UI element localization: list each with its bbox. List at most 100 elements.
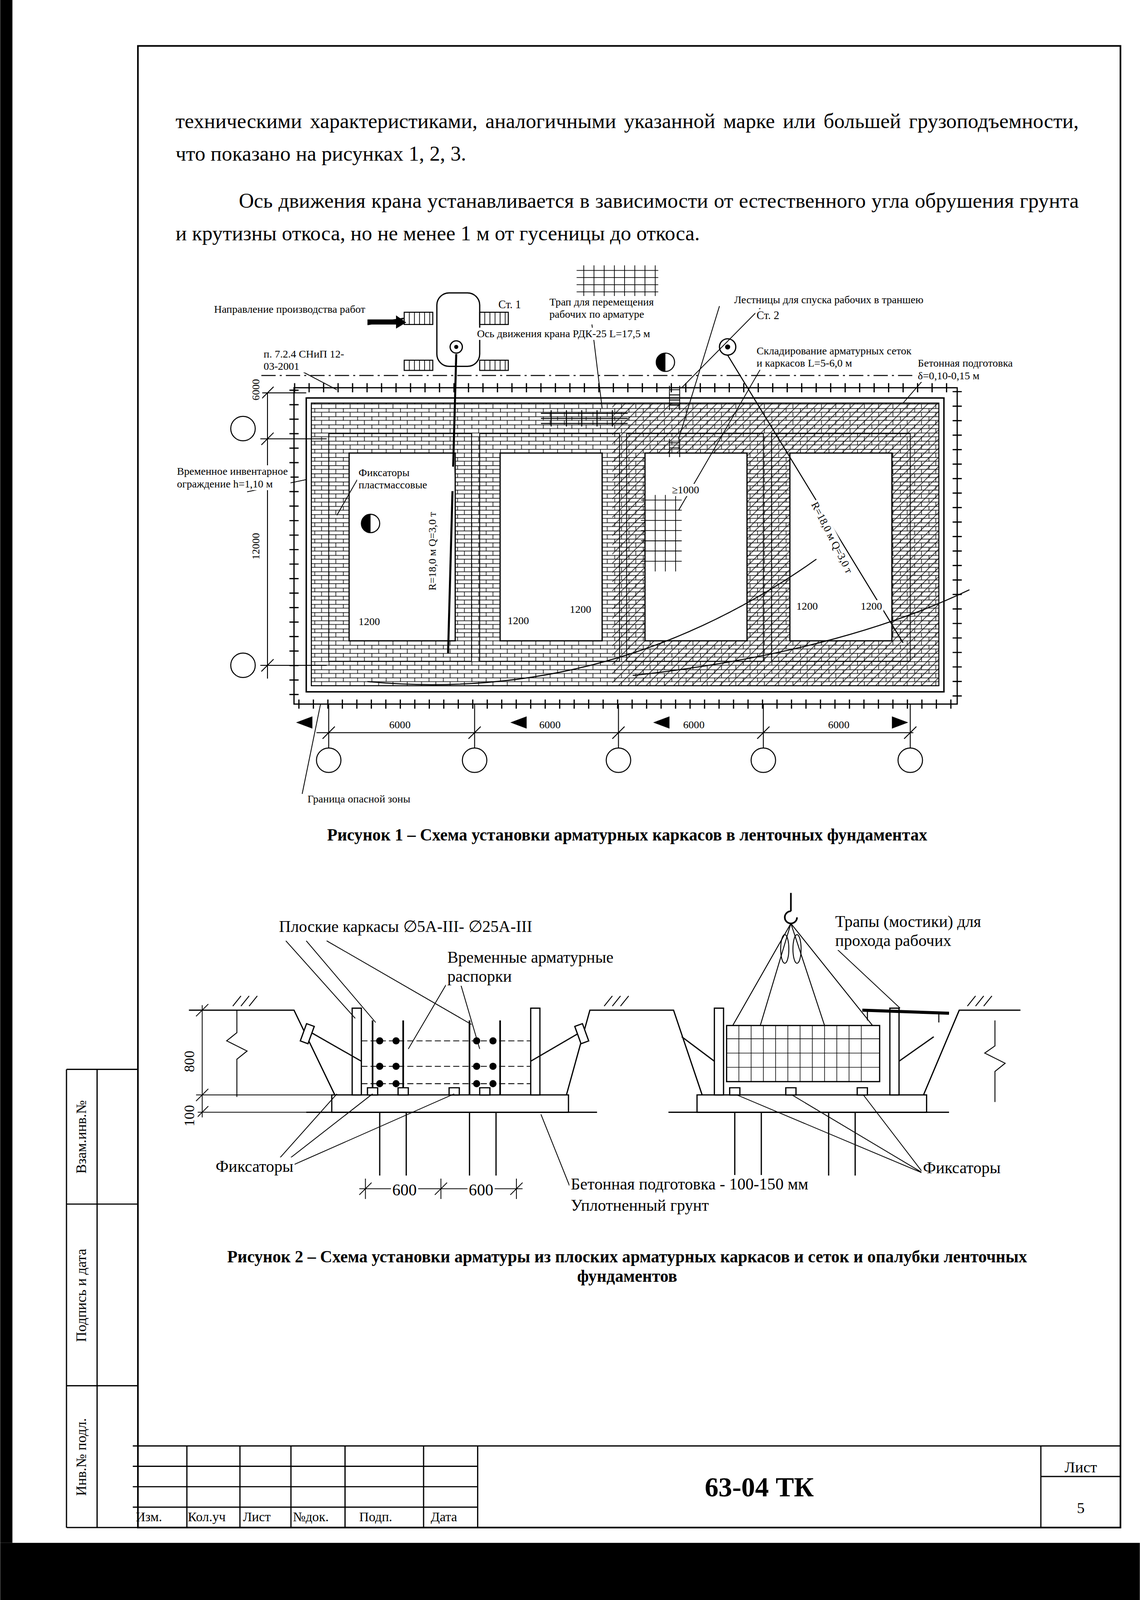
plan-drawing-part: [891, 716, 909, 729]
title-block-cell: Изм.: [135, 1509, 163, 1525]
drawing-defs-part: [489, 1062, 497, 1070]
stamp-cell: Подпись и дата: [66, 1204, 139, 1386]
plan-drawing-part: [789, 453, 892, 641]
dimension-label: 6000: [681, 718, 706, 731]
plan-drawing-part: [404, 360, 433, 371]
side-stamp: [66, 1069, 139, 1528]
plan-drawing-part: [294, 387, 958, 705]
section-drawing-part: [729, 1087, 868, 1095]
plan-drawing: [230, 265, 1031, 794]
stamp-cell: Взам.инв.№: [66, 1069, 139, 1205]
section-drawing-part: [352, 1007, 362, 1095]
plan-drawing-part: [261, 375, 1031, 377]
callout-label: Направление производства работ: [204, 303, 376, 316]
cell-text: Подпись и дата: [73, 1248, 90, 1342]
section-drawing-part: [784, 892, 797, 924]
drawing-defs-part: [392, 1037, 400, 1045]
side-stamp-part: [66, 1069, 139, 1528]
section-drawing-part: [574, 1023, 589, 1044]
dimension-label: 6000: [826, 718, 851, 731]
section-drawing-part: [726, 1025, 880, 1082]
plan-drawing-part: [448, 353, 457, 654]
cell-text: Инв.№ подл.: [73, 1417, 90, 1496]
plan-drawing-part: [897, 748, 923, 773]
drawing-defs-part: [489, 1079, 497, 1088]
drawing-defs-part: [376, 1079, 384, 1088]
drawing-defs-part: [489, 1037, 497, 1045]
dimension-label: 1200: [568, 603, 593, 616]
plan-drawing-part: [479, 360, 509, 371]
figure-caption: Рисунок 1 – Схема установки арматурных к…: [175, 825, 1079, 845]
title-block-part: [132, 1445, 1121, 1508]
plan-drawing-part: [247, 305, 924, 516]
plan-drawing-part: [644, 453, 747, 641]
plan-drawing-part: [500, 453, 602, 641]
plan-drawing-part: [316, 748, 341, 773]
cell-text: Взам.инв.№: [73, 1100, 90, 1174]
section-drawing-part: [792, 934, 802, 964]
section-drawing-part: [300, 1023, 315, 1044]
callout-label: Временное инвентарное ограждение h=1,10 …: [175, 465, 291, 490]
body-paragraph: техническими характеристиками, аналогичн…: [175, 104, 1079, 170]
callout-label: Плоские каркасы ∅5А-III- ∅25А-III: [277, 917, 534, 936]
plan-drawing-part: [540, 410, 628, 427]
plan-drawing-part: [260, 386, 327, 679]
dimension-label: 12000: [249, 531, 263, 561]
title-block-cell: Дата: [430, 1509, 458, 1525]
callout-label: Уплотненный грунт: [569, 1196, 711, 1215]
plan-drawing-part: [294, 387, 958, 705]
plan-drawing-part: [311, 403, 939, 686]
page-frame-part: [0, 0, 13, 1543]
section-drawing-part: [862, 1010, 950, 1014]
sheet-number-cell: Лист5: [1040, 1446, 1121, 1528]
section-drawing-part: [681, 1036, 934, 1062]
drawing-defs-part: [472, 1062, 481, 1070]
section-drawing-part: [367, 1087, 491, 1095]
cell-text: 5: [1040, 1487, 1121, 1528]
section-drawing-part: [195, 1003, 332, 1119]
dimension-label: 1200: [506, 614, 531, 627]
callout-label: Трап для перемещения рабочих по арматуре: [548, 295, 684, 321]
section-drawing-part: [232, 995, 992, 1007]
title-block: [132, 1445, 1121, 1528]
dimension-label: ≥1000: [670, 483, 701, 497]
section-drawing-part: [270, 940, 924, 1186]
drawing-code-cell: 63-04 ТК: [477, 1446, 1041, 1528]
crane-radius-label: R=18,0 м Q=3,0 т: [426, 510, 439, 592]
plan-drawing-part: [479, 312, 509, 325]
section-drawing-part: [780, 934, 789, 964]
dimension-label: 1200: [859, 600, 884, 613]
callout-label: Складирование арматурных сеток и каркасо…: [755, 344, 917, 370]
plan-drawing-part: [632, 589, 970, 676]
dimension-label: 6000: [537, 718, 562, 731]
plan-drawing-part: [230, 416, 256, 441]
callout-label: Временные арматурные распорки: [445, 948, 673, 986]
section-drawing-part: [696, 1094, 927, 1112]
plan-drawing-part: [306, 397, 945, 692]
plan-drawing-part: [626, 433, 764, 662]
plan-drawing-part: [640, 494, 682, 572]
plan-drawing-part: [230, 653, 256, 678]
section-drawing-part: [359, 1178, 523, 1199]
plan-drawing-part: [361, 514, 371, 533]
plan-drawing-part: [656, 352, 675, 372]
station-label: Ст. 1: [496, 298, 523, 312]
plan-drawing-part: [653, 716, 670, 729]
section-drawing-part: [306, 1111, 950, 1113]
page-frame-part: [138, 45, 1121, 1527]
figure-caption: Рисунок 2 – Схема установки арматуры из …: [175, 1247, 1079, 1287]
section-drawing-part: [714, 1007, 724, 1095]
plan-drawing-part: [510, 716, 527, 729]
norm-reference: п. 7.2.4 СНиП 12-03-2001: [262, 348, 353, 373]
callout-label: Бетонная подготовка - 100-150 мм: [569, 1174, 810, 1194]
section-drawing-part: [530, 1007, 540, 1095]
plan-drawing-part: [404, 312, 433, 325]
drawing-defs-part: [392, 1062, 400, 1070]
stamp-cell: Инв.№ подл.: [66, 1385, 139, 1528]
plan-drawing-part: [409, 312, 506, 371]
dimension-label: 1200: [357, 615, 382, 628]
title-block-cell: №док.: [292, 1509, 329, 1525]
plan-drawing-part: [454, 344, 459, 349]
plan-drawing-part: [295, 716, 313, 729]
